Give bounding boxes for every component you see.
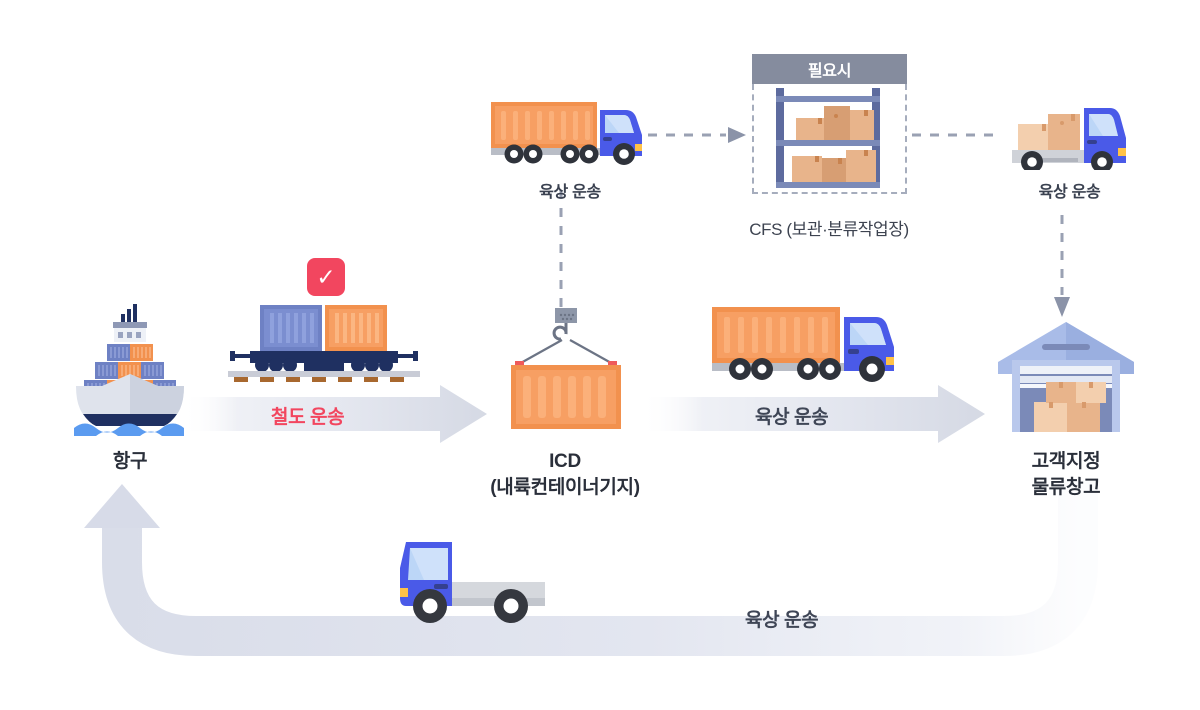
node-label-icd: ICD (549, 451, 581, 472)
container-truck-top-icon (491, 102, 642, 165)
rail-car-icon (228, 305, 420, 382)
dashed-line-cfs-to-truck (912, 133, 1002, 137)
node-label-warehouse: 고객지정 (1031, 451, 1101, 472)
cfs-dashed-box (752, 84, 907, 194)
node-label-port: 항구 (112, 451, 148, 472)
dashed-arrow-truck-to-cfs (648, 127, 746, 143)
icd-crane-container-icon (511, 308, 621, 429)
road-transport-label: 육상 운송 (755, 407, 829, 428)
cfs-shelf-icon (776, 88, 880, 188)
check-badge: ✓ (307, 258, 345, 296)
delivery-truck-right-icon (1012, 108, 1126, 170)
return-truck-icon (400, 542, 545, 623)
return-flow-label: 육상 운송 (745, 610, 819, 631)
rail-transport-arrow (182, 385, 487, 443)
dashed-arrow-truck-to-warehouse (1054, 215, 1070, 317)
cfs-header-label: 필요시 (807, 63, 852, 80)
cfs-caption: CFS (보관·분류작업장) (749, 220, 909, 239)
cfs-header-bar: 필요시 (752, 54, 907, 84)
warehouse-icon (998, 322, 1134, 432)
check-icon: ✓ (316, 263, 336, 290)
container-truck-main-icon (712, 307, 894, 382)
rail-transport-label: 철도 운송 (271, 407, 345, 428)
dashed-line-icd-to-truck (559, 190, 563, 310)
node-sublabel-icd: (내륙컨테이너기지) (490, 477, 640, 498)
return-path-arrow (84, 480, 1098, 656)
road-transport-arrow (640, 385, 985, 443)
road-transport-top-label: 육상 운송 (539, 184, 601, 201)
port-ship-icon (74, 304, 184, 436)
node-sublabel-warehouse: 물류창고 (1031, 477, 1101, 498)
road-transport-right-label: 육상 운송 (1038, 184, 1101, 201)
